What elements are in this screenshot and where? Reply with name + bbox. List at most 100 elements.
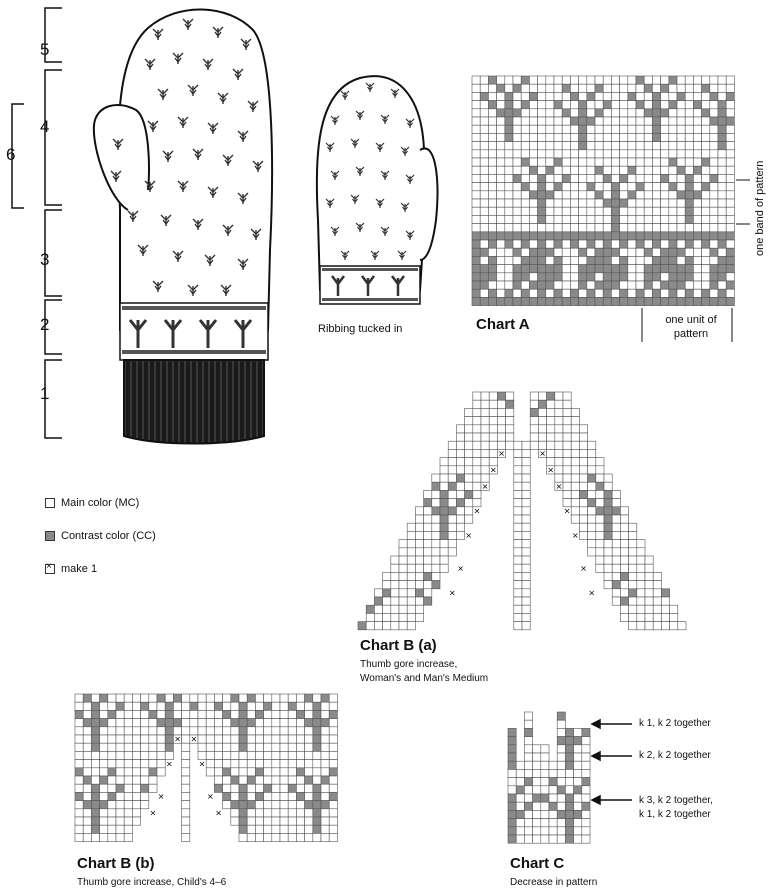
chart-b-a-cell [579, 481, 588, 491]
chart-a-cell [627, 149, 637, 159]
chart-a-cell [709, 141, 719, 151]
chart-a-cell [619, 288, 629, 298]
chart-b-b-cell [107, 808, 117, 818]
chart-a-cell [602, 264, 612, 274]
chart-b-b-cell [91, 710, 100, 719]
chart-a-cell [717, 231, 727, 241]
chart-c-cell [573, 801, 583, 811]
legend-cc: Contrast color (CC) [45, 530, 156, 542]
chart-a-cell [479, 182, 489, 192]
chart-b-a-cell [595, 531, 605, 540]
chart-a-cell [545, 108, 555, 118]
chart-b-b-cell [164, 693, 174, 703]
chart-a-cell [635, 190, 645, 200]
chart-b-b-cell [91, 759, 100, 769]
chart-a-cell [578, 297, 588, 306]
chart-a-cell [635, 83, 645, 93]
make-one-mark: × [449, 588, 456, 598]
chart-a-cell [611, 256, 620, 265]
chart-a-cell [684, 124, 694, 134]
chart-b-a-cell [562, 432, 572, 442]
chart-a-cell [512, 83, 522, 93]
chart-a-cell [668, 297, 678, 306]
chart-a-cell [488, 100, 497, 110]
chart-a-cell [660, 83, 670, 93]
chart-b-b-cell [197, 734, 207, 744]
chart-b-b-cell [214, 759, 223, 769]
chart-a-cell [479, 206, 489, 216]
chart-b-a-cell [652, 613, 662, 622]
chart-b-b-cell [148, 693, 158, 703]
chart-b-a-cell [628, 522, 638, 532]
chart-c-cell [507, 728, 517, 737]
chart-b-b-cell [238, 726, 248, 736]
chart-a-cell [709, 223, 719, 233]
chart-a-cell [529, 297, 538, 306]
chart-b-a-cell [488, 416, 498, 426]
chart-b-b-cell [205, 726, 215, 736]
chart-a-cell [652, 92, 661, 101]
chart-b-b-cell [140, 742, 150, 752]
chart-b-a-cell [620, 506, 629, 516]
chart-a-cell [578, 100, 588, 110]
chart-b-a-cell [570, 473, 580, 483]
chart-b-a-cell [456, 473, 465, 483]
chart-b-b-cell [230, 726, 240, 736]
chart-b-a-cell [472, 457, 482, 467]
chart-b-a-cell [595, 490, 605, 499]
chart-c-cell [548, 785, 558, 795]
chart-b-b-cell [181, 816, 191, 826]
chart-b-a-cell [423, 547, 433, 557]
chart-b-a-cell [628, 555, 638, 565]
chart-b-b-cell [99, 693, 109, 703]
chart-a-cell [725, 256, 735, 265]
chart-a-cell [693, 133, 702, 142]
chart-a-cell [479, 133, 489, 142]
chart-b-a-cell [439, 514, 449, 524]
chart-c-cell [515, 793, 525, 803]
chart-a-cell [660, 141, 670, 151]
chart-b-b-cell [238, 824, 248, 834]
chart-b-a-cell [521, 596, 531, 606]
chart-b-a-cell [529, 432, 539, 442]
chart-b-b-cell [115, 734, 125, 744]
chart-b-b-cell [271, 833, 281, 842]
chart-a-cell [570, 288, 579, 298]
chart-b-a-cell [374, 588, 383, 598]
chart-b-b-cell [132, 759, 141, 769]
chart-a-cell [545, 100, 555, 110]
chart-b-b-cell [263, 824, 273, 834]
chart-a-cell [561, 116, 571, 126]
chart-b-a-cell [365, 621, 375, 631]
chart-a-cell [594, 280, 604, 290]
chart-c-cell [556, 736, 566, 746]
chart-b-b-cell [74, 742, 84, 752]
chart-a-cell [512, 92, 522, 101]
chart-a-cell [471, 206, 481, 216]
chart-b-b-cell [230, 734, 240, 744]
chart-b-b-cell [140, 775, 150, 785]
chart-b-b-cell [255, 783, 264, 793]
chart-b-b-cell [205, 759, 215, 769]
chart-b-b-cell [123, 693, 133, 703]
chart-a-cell [619, 141, 629, 151]
chart-a-cell [676, 272, 686, 282]
chart-a-cell [529, 75, 538, 85]
chart-b-b-cell [148, 759, 158, 769]
chart-c-cell [507, 769, 517, 778]
chart-a-cell [627, 264, 637, 274]
chart-b-b-cell [255, 833, 264, 842]
chart-b-a-cell [447, 449, 457, 458]
chart-b-a-cell [406, 522, 416, 532]
chart-b-a-cell [431, 481, 441, 491]
chart-b-a-cell [521, 440, 531, 450]
make-one-mark: × [564, 506, 571, 516]
chart-b-a-cell [488, 399, 498, 409]
chart-b-b-cell [287, 808, 297, 818]
chart-a-cell [693, 174, 702, 183]
chart-b-b-cell [255, 710, 264, 719]
chart-a-cell [570, 174, 579, 183]
chart-b-a-cell [529, 424, 539, 434]
chart-b-a-cell [513, 604, 523, 614]
chart-a-cell [684, 174, 694, 183]
